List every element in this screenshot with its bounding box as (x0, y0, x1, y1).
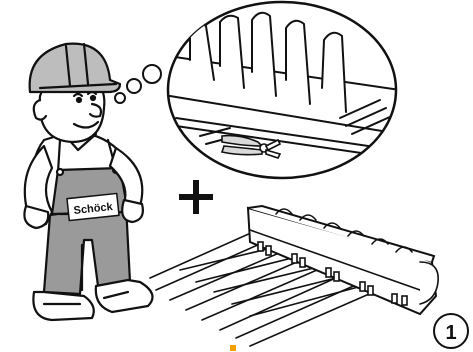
plus-icon (179, 180, 213, 214)
thought-dot-medium (127, 79, 141, 93)
thought-bubble-trail (115, 65, 161, 103)
detail-bubble (168, 2, 400, 178)
thought-dot-small (115, 93, 125, 103)
thought-dot-large (143, 65, 161, 83)
rebar-module-icon (150, 206, 438, 346)
step-circle: 1 (434, 314, 468, 348)
accent-marker (230, 345, 236, 351)
step-number: 1 (445, 322, 456, 344)
